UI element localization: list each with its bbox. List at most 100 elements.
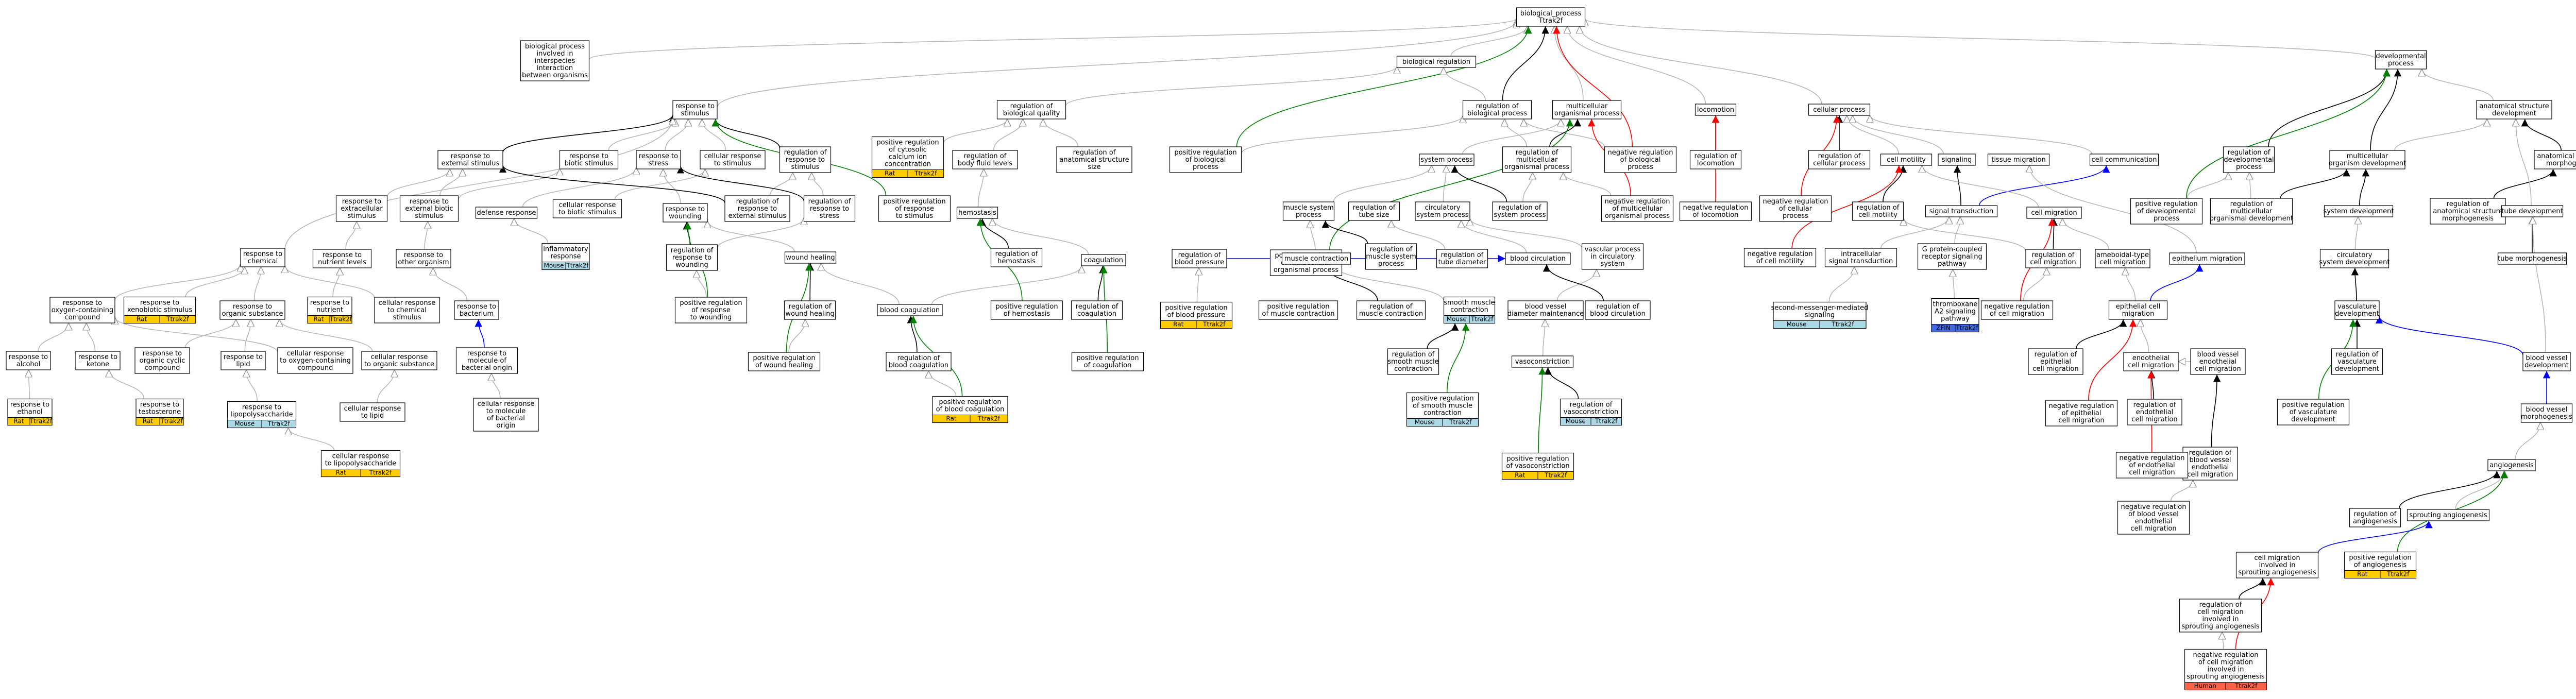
go-term-defense[interactable]: defense response <box>475 207 538 219</box>
go-term-wound-heal[interactable]: wound healing <box>784 251 837 264</box>
go-term-loco[interactable]: locomotion <box>1694 104 1737 116</box>
go-term-blood-circ[interactable]: blood circulation <box>1505 252 1571 265</box>
go-term-sys-dev[interactable]: system development <box>2324 205 2394 217</box>
go-term-cell-motility[interactable]: cell motility <box>1880 154 1933 166</box>
go-term-angiogenesis[interactable]: angiogenesis <box>2487 459 2536 471</box>
go-term-tube-dev[interactable]: tube development <box>2501 205 2564 217</box>
go-term-sys-proc[interactable]: system process <box>1419 154 1475 166</box>
go-term-muscle-contr[interactable]: muscle contraction <box>1281 252 1351 265</box>
go-term-signaling[interactable]: signaling <box>1938 154 1976 166</box>
go-term-coagulation[interactable]: coagulation <box>1081 254 1126 266</box>
go-term-sprouting[interactable]: sprouting angiogenesis <box>2406 509 2490 521</box>
go-term-cellproc[interactable]: cellular process <box>1808 104 1871 116</box>
go-term-signal-trans[interactable]: signal transduction <box>1925 205 1998 217</box>
go-term-blood-coag[interactable]: blood coagulation <box>877 304 943 316</box>
go-term-cell-mig[interactable]: cell migration <box>2026 207 2082 219</box>
go-term-bioreg[interactable]: biological regulation <box>1396 56 1477 68</box>
go-term-tube-morph[interactable]: tube morphogenesis <box>2497 252 2567 265</box>
